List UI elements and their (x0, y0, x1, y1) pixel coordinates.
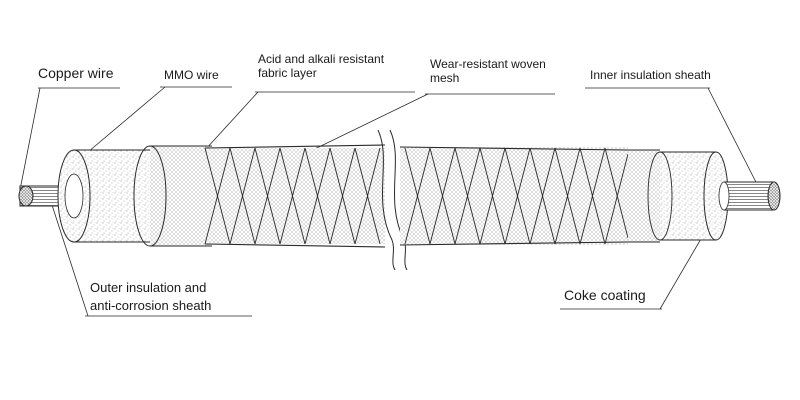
label-wear-line2: mesh (430, 70, 460, 85)
mesh-section-right (399, 146, 629, 246)
leader-coke-coating (560, 231, 706, 310)
fabric-layer-right (628, 149, 660, 243)
label-coke-coating: Coke coating (564, 287, 646, 303)
label-wear-line1: Wear-resistant woven (430, 57, 546, 71)
label-copper-wire: Copper wire (38, 65, 114, 81)
label-acid-line2: fabric layer (258, 65, 317, 80)
leader-outer-sheath (51, 204, 252, 317)
mesh-section-left (204, 144, 386, 248)
label-outer-line2: anti-corrosion sheath (90, 298, 212, 314)
leader-mmo-wire (87, 86, 232, 153)
label-inner-insulation-sheath: Inner insulation sheath (590, 68, 711, 82)
break-symbol (377, 129, 408, 271)
label-wear-resistant-mesh: Wear-resistant woven mesh (430, 57, 546, 86)
leader-copper-wire (19, 87, 120, 191)
label-mmo-wire: MMO wire (164, 68, 219, 82)
leader-lines (19, 86, 761, 317)
coke-coating (647, 151, 729, 241)
leader-acid-alkali (204, 91, 415, 151)
copper-wire-right (718, 181, 781, 211)
label-outer-insulation-sheath: Outer insulation and anti-corrosion shea… (90, 279, 211, 315)
label-outer-line1: Outer insulation and (90, 280, 207, 295)
leader-inner-sheath (585, 87, 761, 191)
label-acid-alkali-fabric: Acid and alkali resistant fabric layer (258, 52, 385, 81)
label-acid-line1: Acid and alkali resistant (258, 52, 385, 66)
fabric-layer (133, 145, 212, 247)
outer-insulation-sheath (57, 149, 154, 243)
